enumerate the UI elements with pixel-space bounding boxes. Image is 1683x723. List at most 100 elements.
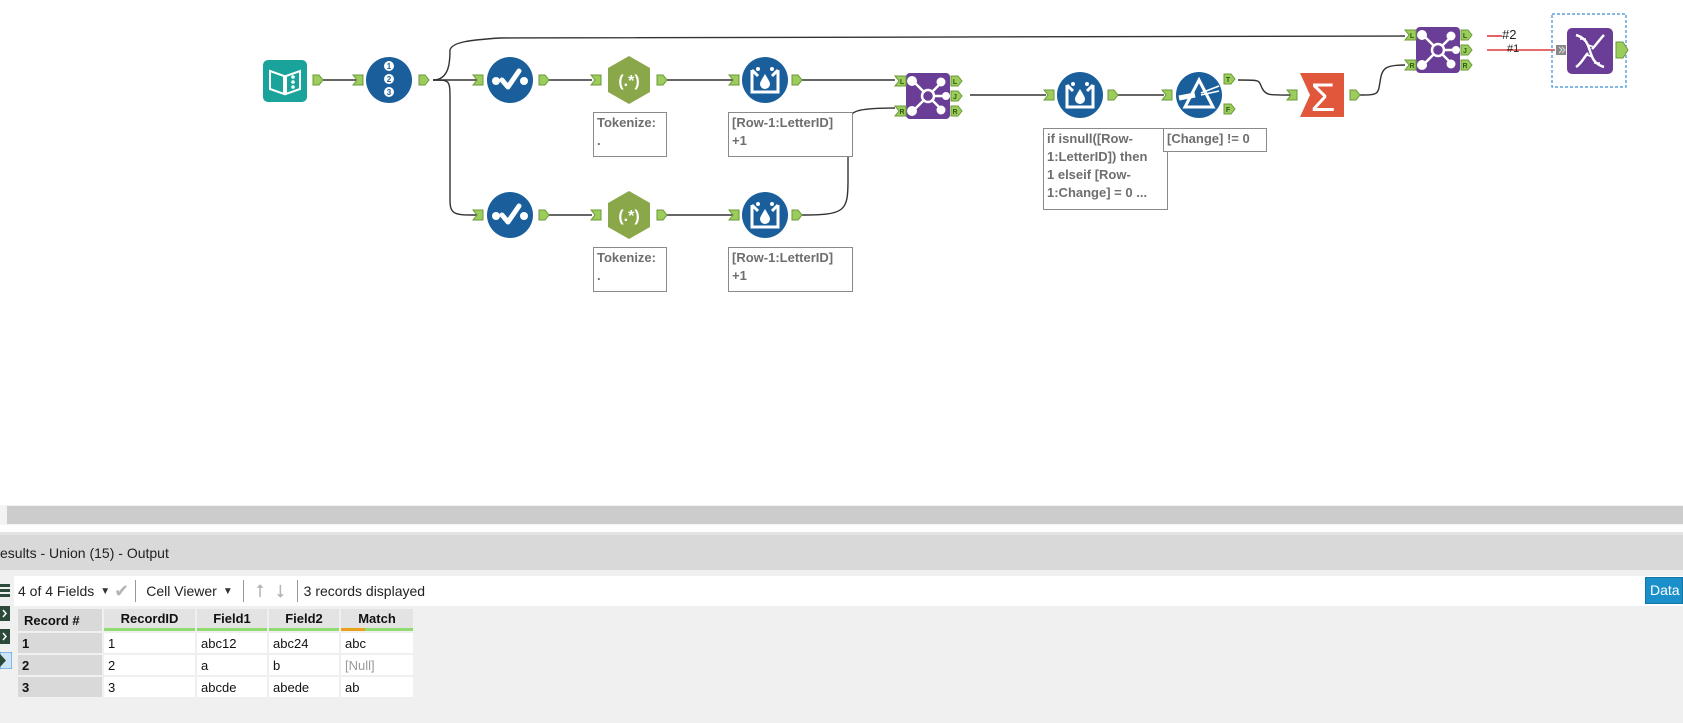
fields-label: 4 of 4 Fields (18, 583, 95, 599)
cell-field2[interactable]: abede (269, 677, 339, 697)
annotation-multirow-mid: if isnull([Row- 1:LetterID]) then 1 else… (1043, 128, 1168, 210)
select-tool-top[interactable] (486, 56, 534, 109)
cell-recordid[interactable]: 2 (104, 655, 195, 675)
cell-field1[interactable]: abcde (197, 677, 267, 697)
table-row[interactable]: 2 2 a b [Null] (18, 655, 413, 675)
results-toolbar: 4 of 4 Fields ▼ ✔ Cell Viewer ▼ ⭡ ⭣ 3 re… (14, 576, 1683, 606)
arrow-down-icon[interactable]: ⭣ (276, 580, 285, 601)
cell-field1[interactable]: a (197, 655, 267, 675)
output-anchor[interactable] (791, 209, 803, 221)
output-anchor[interactable] (538, 209, 550, 221)
canvas-horizontal-scrollbar[interactable] (0, 505, 1683, 525)
output-anchor[interactable] (538, 74, 550, 86)
menu-icon[interactable] (0, 582, 12, 599)
annotation-filter: [Change] != 0 (1163, 128, 1267, 152)
filter-prism-icon: T F (1176, 72, 1236, 118)
svg-text:F: F (1226, 107, 1231, 114)
join-tool-2[interactable]: L R L J R (1403, 27, 1475, 78)
filter-tool[interactable]: T F (1175, 71, 1245, 124)
workflow-canvas[interactable]: 1 2 3 (.*) Tokenize: . (.*) Tokenize: . … (0, 0, 1683, 505)
arrow-up-icon[interactable]: ⭡ (255, 580, 265, 601)
cell-field1[interactable]: abc12 (197, 633, 267, 653)
join-tool-1[interactable]: L R L J R (893, 73, 965, 124)
check-icon (487, 192, 533, 238)
cell-recordid[interactable]: 1 (104, 633, 195, 653)
annotation-multirow-top: [Row-1:LetterID] +1 (728, 112, 853, 157)
svg-text:L: L (1410, 33, 1415, 40)
output-anchor[interactable] (1107, 89, 1119, 101)
svg-text:R: R (952, 109, 957, 116)
table-row[interactable]: 3 3 abcde abede ab (18, 677, 413, 697)
separator (242, 580, 244, 602)
cell-field2[interactable]: abc24 (269, 633, 339, 653)
anchor-nav-icon[interactable] (0, 605, 12, 622)
union-tool[interactable] (1566, 27, 1614, 80)
output-anchor[interactable] (1615, 41, 1629, 59)
input-anchor[interactable] (352, 74, 364, 86)
multirow-formula-tool-top[interactable] (741, 56, 789, 109)
cell-match[interactable]: [Null] (341, 655, 413, 675)
data-button[interactable]: Data (1645, 577, 1683, 604)
svg-text:1: 1 (387, 62, 392, 71)
svg-text:L: L (900, 79, 905, 86)
input-data-tool[interactable] (262, 58, 308, 109)
cell-match[interactable]: abc (341, 633, 413, 653)
output-anchor[interactable] (791, 74, 803, 86)
multirow-formula-tool-bottom[interactable] (741, 191, 789, 244)
column-header-record[interactable]: Record # (18, 609, 102, 631)
wire-filter-summarize (1237, 79, 1291, 96)
output-anchor[interactable] (418, 74, 430, 86)
check-icon (487, 57, 533, 103)
input-anchor[interactable] (1043, 89, 1055, 101)
input-anchor[interactable] (590, 209, 602, 221)
input-anchor[interactable] (472, 74, 484, 86)
output-anchor[interactable] (656, 74, 668, 86)
svg-text:L: L (1463, 33, 1468, 40)
output-anchor[interactable] (312, 74, 324, 86)
scrollbar-thumb[interactable] (7, 506, 1683, 524)
wire-summarize-join2 (1357, 64, 1406, 96)
cell-viewer-label: Cell Viewer (146, 583, 217, 599)
multi-input-anchor[interactable] (1555, 44, 1567, 56)
cell-recordid[interactable]: 3 (104, 677, 195, 697)
regex-tool-top[interactable]: (.*) (604, 55, 654, 110)
table-header-row: Record # RecordID Field1 Field2 Match (18, 609, 413, 631)
svg-text:(.*): (.*) (618, 208, 639, 225)
column-header-recordid[interactable]: RecordID (104, 609, 195, 631)
regex-tool-bottom[interactable]: (.*) (604, 190, 654, 245)
join-icon: L R L J R (1403, 27, 1473, 73)
chevron-down-icon: ▼ (100, 585, 111, 597)
column-header-field1[interactable]: Field1 (197, 609, 267, 631)
input-anchor[interactable] (728, 209, 740, 221)
cell-match[interactable]: ab (341, 677, 413, 697)
cell-viewer-dropdown[interactable]: Cell Viewer ▼ (142, 583, 236, 599)
input-anchor[interactable] (472, 209, 484, 221)
results-title: esults - Union (15) - Output (0, 545, 169, 561)
input-anchor[interactable] (1286, 89, 1298, 101)
input-anchor[interactable] (1161, 89, 1173, 101)
multirow-formula-tool-mid[interactable] (1056, 71, 1104, 124)
column-header-field2[interactable]: Field2 (269, 609, 339, 631)
svg-text:L: L (953, 79, 958, 86)
dna-icon (1567, 28, 1613, 74)
cell-record[interactable]: 1 (18, 633, 102, 653)
fields-dropdown[interactable]: 4 of 4 Fields ▼ (14, 583, 114, 599)
anchor-nav-icon[interactable] (0, 628, 12, 645)
annotation-regex-bottom: Tokenize: . (593, 247, 667, 292)
record-id-tool[interactable]: 1 2 3 (365, 56, 413, 109)
output-anchor[interactable] (656, 209, 668, 221)
select-tool-bottom[interactable] (486, 191, 534, 244)
cell-record[interactable]: 3 (18, 677, 102, 697)
table-row[interactable]: 1 1 abc12 abc24 abc (18, 633, 413, 653)
summarize-tool[interactable]: Σ (1298, 71, 1346, 124)
input-anchor[interactable] (728, 74, 740, 86)
output-anchor[interactable] (1349, 89, 1361, 101)
anchor-nav-icon-selected[interactable] (0, 652, 12, 669)
cell-field2[interactable]: b (269, 655, 339, 675)
apply-checkmark-icon[interactable]: ✔ (114, 580, 130, 601)
results-panel-header: esults - Union (15) - Output (0, 532, 1683, 570)
column-header-match[interactable]: Match (341, 609, 413, 631)
records-displayed: 3 records displayed (303, 583, 426, 599)
input-anchor[interactable] (590, 74, 602, 86)
cell-record[interactable]: 2 (18, 655, 102, 675)
